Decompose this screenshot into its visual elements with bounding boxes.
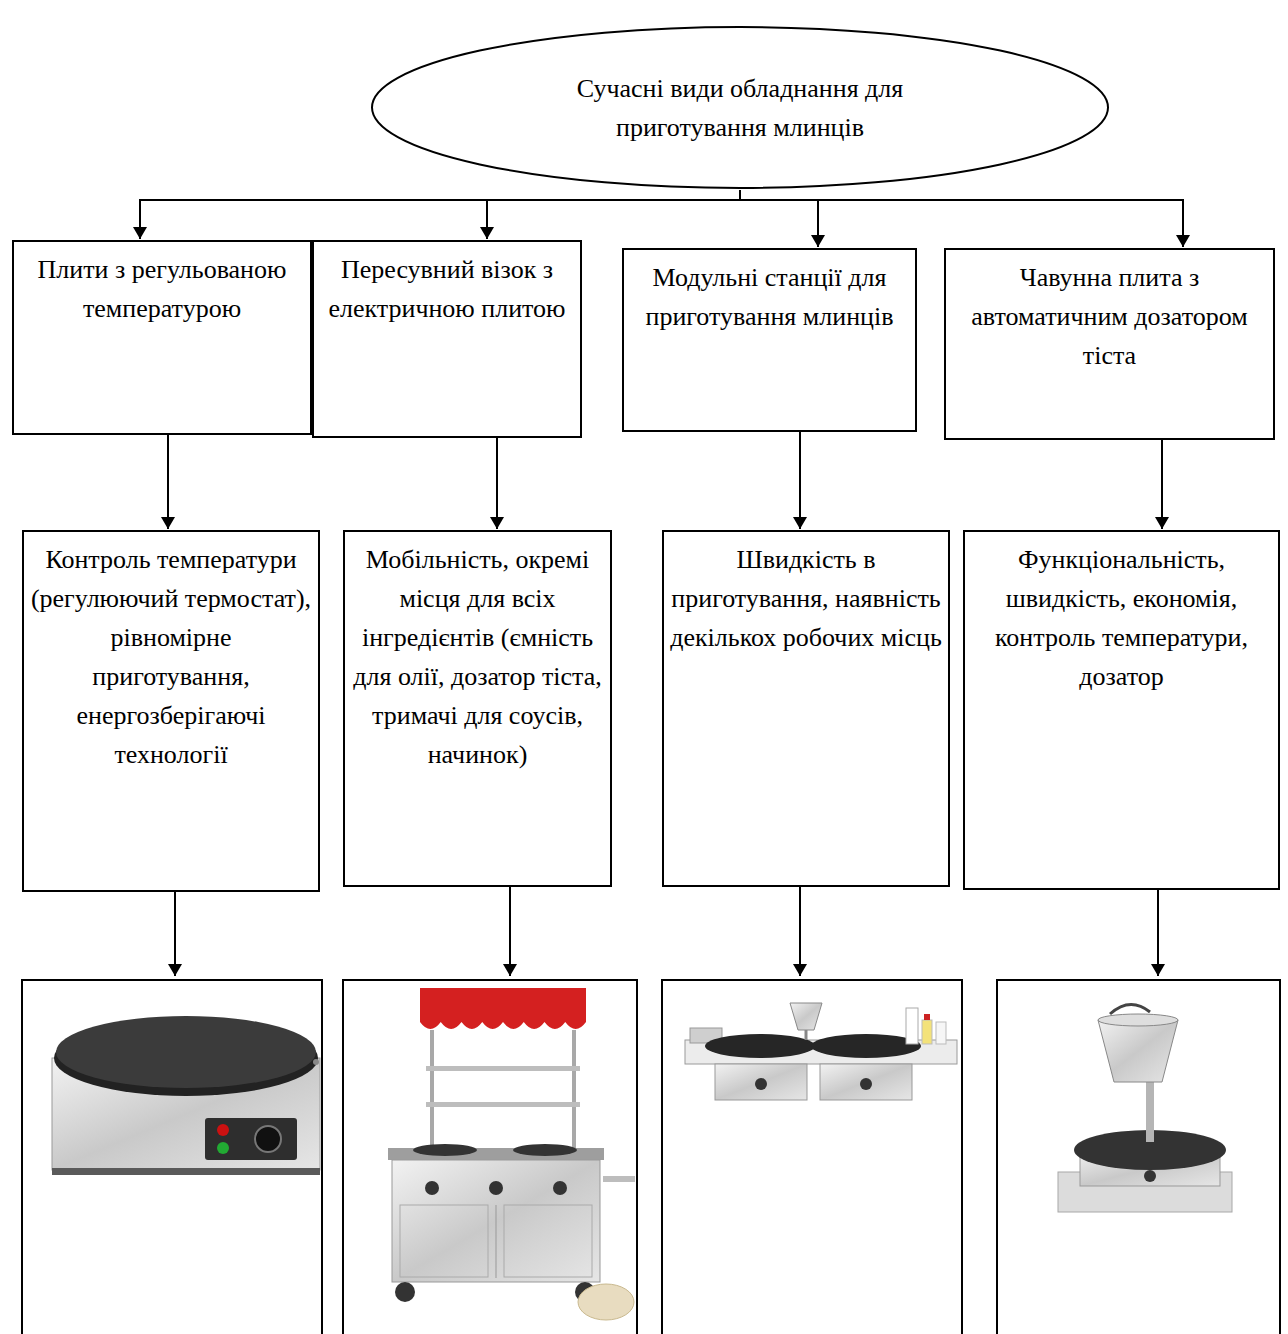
batter-dispenser	[790, 1003, 822, 1030]
node-text: Мобільність, окремі місця для всіх інгре…	[350, 540, 605, 774]
process-box: Швидкість в приготування, наявність декі…	[662, 530, 950, 887]
wheel	[395, 1282, 415, 1302]
cooking-plate	[513, 1144, 577, 1156]
knob	[860, 1078, 872, 1090]
bottle	[936, 1022, 946, 1044]
shelf	[426, 1102, 580, 1107]
plate-body	[715, 1064, 807, 1100]
picture-frame	[22, 980, 322, 1334]
cooking-plate	[56, 1016, 316, 1088]
process-box: Контроль температури (регулюючий термост…	[22, 530, 320, 892]
picture-frame	[662, 980, 962, 1334]
door-line	[496, 1205, 497, 1278]
ellipse-shape	[372, 27, 1108, 188]
connector-arrow	[740, 190, 1183, 247]
cart-body	[392, 1160, 600, 1282]
pole	[430, 1030, 434, 1152]
process-box: Чавунна плита з автоматичним дозатором т…	[944, 248, 1275, 440]
node-text: Функціональність, швидкість, економія, к…	[970, 540, 1273, 696]
node-text: Сучасні види обладнання для приготування…	[520, 69, 960, 147]
process-box: Модульні станції для приготування млинці…	[622, 248, 917, 432]
connector-arrow	[496, 438, 498, 529]
plate-body	[820, 1064, 912, 1100]
connector-arrow	[167, 435, 169, 529]
process-box: Мобільність, окремі місця для всіх інгре…	[343, 530, 612, 887]
food-photo	[578, 1284, 634, 1320]
dispenser-top	[1098, 1014, 1178, 1026]
cart-picture	[388, 988, 635, 1320]
bottle	[906, 1008, 918, 1044]
title-ellipse: Сучасні види обладнання для приготування…	[370, 25, 1110, 190]
node-text: Модульні станції для приготування млинці…	[629, 258, 910, 336]
picture-frame	[343, 980, 637, 1334]
connector-arrow	[140, 190, 740, 239]
door	[400, 1205, 488, 1277]
dispenser-spout	[805, 1030, 808, 1040]
pole	[572, 1030, 576, 1152]
leader-arrow	[1157, 890, 1159, 976]
cooking-plate	[413, 1144, 477, 1156]
crepe-maker-picture	[52, 1016, 320, 1175]
bottle	[922, 1020, 932, 1044]
leader-arrow	[174, 892, 176, 976]
dispenser-handle	[1110, 1004, 1150, 1014]
node-text: Пересувний візок з електричною плитою	[319, 250, 575, 328]
node-text: Швидкість в приготування, наявність декі…	[669, 540, 943, 657]
plate-dispenser-picture	[1058, 1004, 1232, 1212]
process-box: Пересувний візок з електричною плитою	[312, 240, 582, 438]
connector-arrow	[487, 190, 740, 239]
leader-arrow	[799, 887, 801, 976]
body-base	[52, 1168, 320, 1175]
process-box: Плити з регульованою температурою	[12, 240, 312, 435]
picture-frame	[997, 980, 1280, 1334]
cooking-plate	[811, 1034, 921, 1058]
knob	[553, 1181, 567, 1195]
cooking-plate	[705, 1034, 815, 1058]
control-panel	[205, 1118, 297, 1160]
indicator-light	[217, 1142, 229, 1154]
canopy	[420, 988, 586, 1022]
canopy-fringe	[420, 1022, 586, 1029]
door	[504, 1205, 592, 1277]
ellipse-outline	[370, 25, 1110, 190]
node-text: Чавунна плита з автоматичним дозатором т…	[951, 258, 1268, 375]
process-box: Функціональність, швидкість, економія, к…	[963, 530, 1280, 890]
thermostat-knob	[255, 1126, 281, 1152]
knob	[1144, 1170, 1156, 1182]
indicator-light	[217, 1124, 229, 1136]
connector-arrow	[740, 190, 818, 247]
station-picture	[685, 1003, 957, 1100]
bottle-cap	[924, 1014, 930, 1020]
side-shelf	[603, 1176, 635, 1182]
batter-dispenser	[1098, 1020, 1178, 1082]
leader-arrow	[509, 887, 511, 976]
knob	[425, 1181, 439, 1195]
node-text: Плити з регульованою температурою	[19, 250, 305, 328]
connector-arrow	[799, 432, 801, 529]
knob	[755, 1078, 767, 1090]
connector-arrow	[1161, 440, 1163, 529]
shelf	[426, 1066, 580, 1071]
node-text: Контроль температури (регулюючий термост…	[29, 540, 313, 774]
knob	[489, 1181, 503, 1195]
screw	[313, 1059, 319, 1065]
